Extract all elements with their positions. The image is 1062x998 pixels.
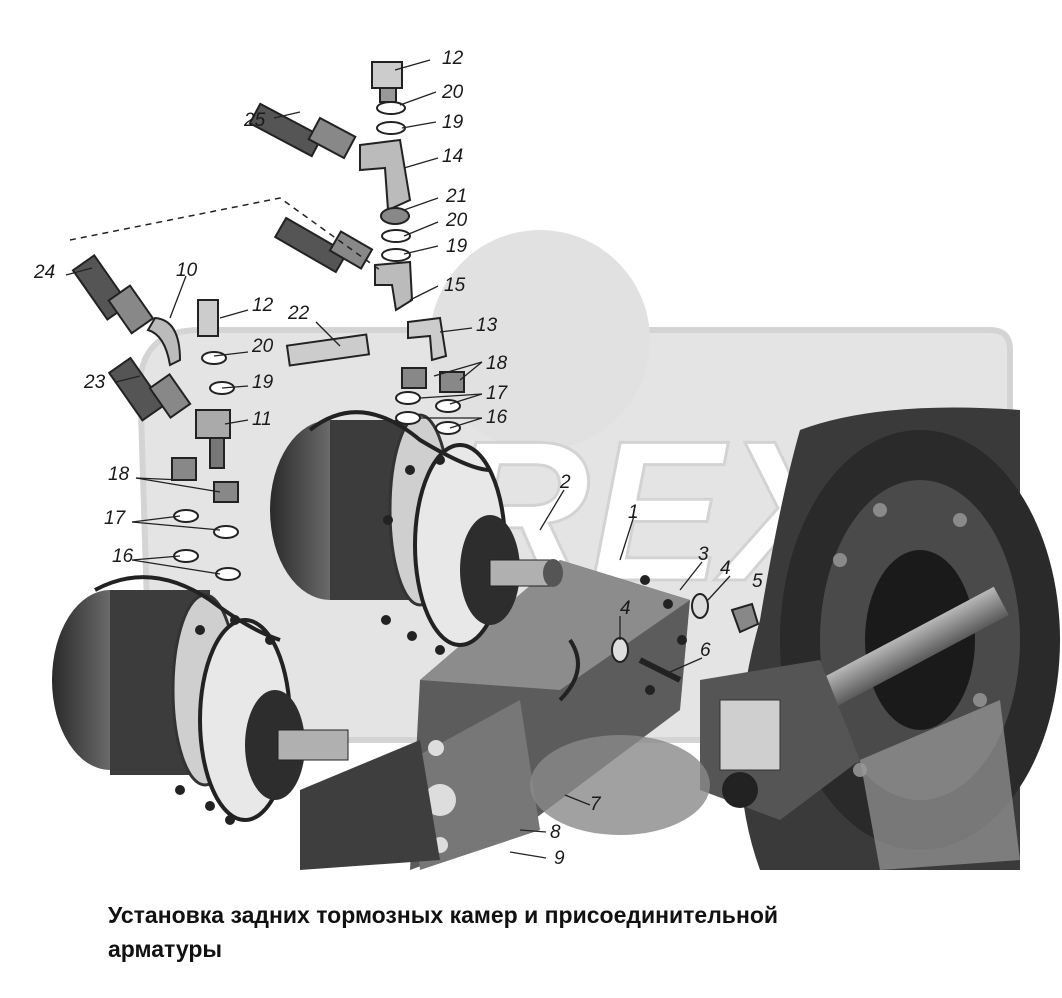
callout-23: 23 <box>83 372 106 393</box>
axle-housing-image <box>700 407 1060 870</box>
callouts: 12 20 19 25 14 21 20 19 24 10 15 12 22 1… <box>33 48 763 869</box>
callout-18: 18 <box>108 464 130 485</box>
callout-22: 22 <box>287 303 310 324</box>
callout-18: 18 <box>486 353 508 374</box>
callout-19: 19 <box>252 372 274 393</box>
callout-20: 20 <box>445 210 468 231</box>
callout-17: 17 <box>486 383 509 404</box>
callout-24: 24 <box>33 262 55 283</box>
dashed-connector <box>69 197 381 271</box>
callout-17: 17 <box>104 508 127 529</box>
fittings-right <box>248 61 760 683</box>
figure-caption: Установка задних тормозных камер и присо… <box>108 898 1008 966</box>
callout-2: 2 <box>559 472 571 493</box>
callout-11: 11 <box>252 409 272 430</box>
brake-chamber-upper <box>270 410 563 655</box>
callout-12: 12 <box>252 295 274 316</box>
callout-12: 12 <box>442 48 464 69</box>
callout-19: 19 <box>446 236 468 257</box>
callout-15: 15 <box>444 275 466 296</box>
callout-1: 1 <box>628 502 639 523</box>
callout-20: 20 <box>441 82 464 103</box>
callout-3: 3 <box>698 544 709 565</box>
caption-line-2: арматуры <box>108 936 223 962</box>
callout-4: 4 <box>620 598 631 619</box>
callout-16: 16 <box>112 546 134 567</box>
callout-6: 6 <box>700 640 711 661</box>
callout-13: 13 <box>476 315 498 336</box>
callout-5: 5 <box>752 571 763 592</box>
fittings-left <box>71 254 371 581</box>
callout-21: 21 <box>445 186 467 207</box>
callout-19: 19 <box>442 112 464 133</box>
callout-4: 4 <box>720 558 731 579</box>
callout-14: 14 <box>442 146 463 167</box>
caption-line-1: Установка задних тормозных камер и присо… <box>108 902 779 928</box>
callout-16: 16 <box>486 407 508 428</box>
leader-lines <box>65 59 731 859</box>
callout-10: 10 <box>176 260 198 281</box>
callout-20: 20 <box>251 336 274 357</box>
callout-7: 7 <box>590 794 602 815</box>
brake-chamber-lower <box>52 575 349 825</box>
callout-8: 8 <box>550 822 561 843</box>
callout-9: 9 <box>554 848 565 869</box>
callout-25: 25 <box>243 110 266 131</box>
